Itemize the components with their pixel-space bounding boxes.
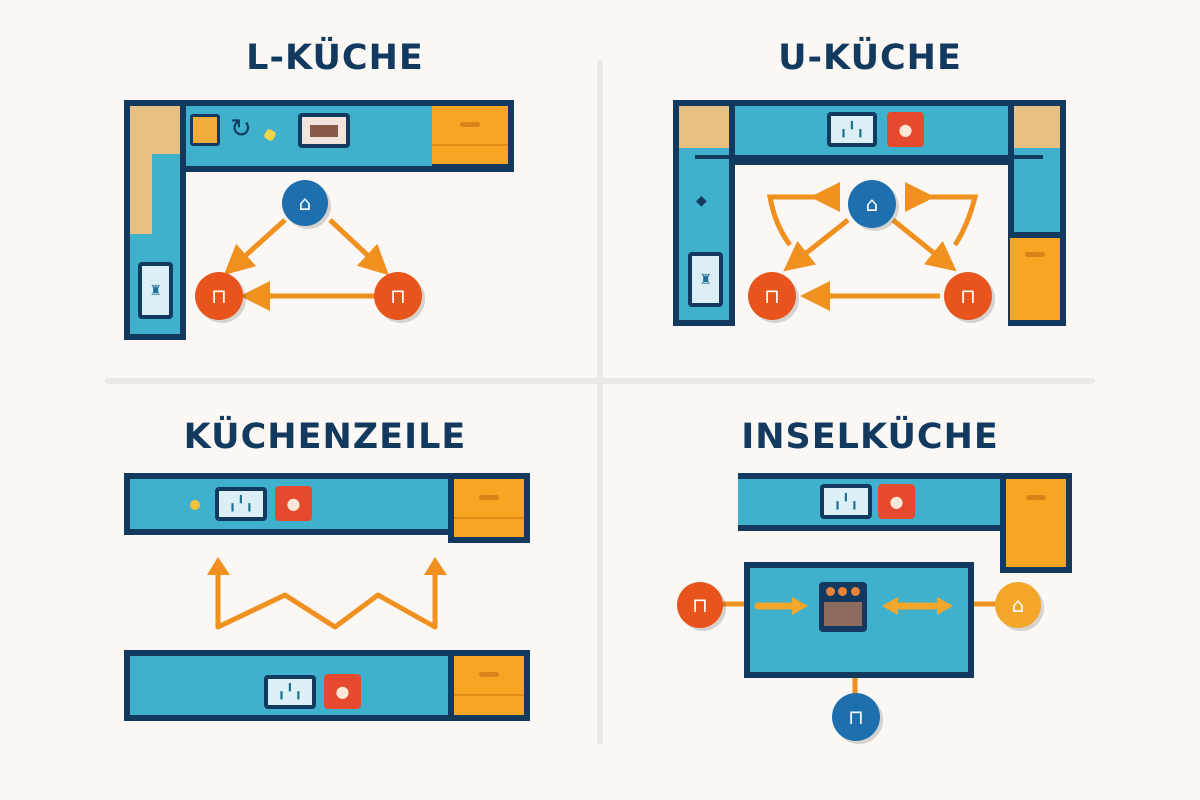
appliance-icon: [190, 114, 220, 146]
pot-node-left: ⊓: [748, 272, 796, 320]
pot-icon: ⊓: [692, 593, 708, 617]
left-wood-panel: [679, 106, 729, 148]
wall-counter: [738, 473, 1008, 531]
sink-icon: ╻╹╻: [215, 487, 267, 521]
title-u-kueche: U-KÜCHE: [778, 38, 962, 78]
kettle-icon: ↻: [230, 114, 252, 144]
stove-glyph: ●: [286, 494, 301, 513]
oven-icon: [298, 113, 350, 148]
prep-node-right: ⌂: [995, 582, 1041, 628]
cooking-node: ⌂: [282, 180, 328, 226]
pot-icon: ⊓: [764, 284, 780, 308]
fridge-glyph: ♜: [699, 271, 712, 288]
lower-counter: [124, 650, 454, 721]
sink-glyph: ╻╹╻: [277, 684, 303, 700]
stove-icon: ●: [324, 674, 361, 709]
pot-icon: ⊓: [390, 284, 406, 308]
pot-icon: ⊓: [211, 284, 227, 308]
sink-glyph: ╻╹╻: [833, 493, 859, 510]
pot-node-right: ⊓: [374, 272, 422, 320]
cloche-icon: ⌂: [865, 192, 879, 216]
stove-icon: ●: [878, 484, 915, 519]
sink-icon: ╻╹╻: [820, 484, 872, 519]
cloche-icon: ⌂: [1011, 593, 1025, 617]
stove-icon: ●: [275, 486, 312, 521]
title-inselkueche: INSELKÜCHE: [741, 417, 999, 457]
pot-icon: ⊓: [848, 705, 864, 729]
sink-icon: ╻╹╻: [264, 675, 316, 709]
cooking-node: ⌂: [848, 180, 896, 228]
stove-glyph: ●: [889, 492, 904, 511]
sink-glyph: ╻╹╻: [839, 121, 865, 138]
vertical-divider: [597, 60, 603, 745]
corner-wood-panel: [130, 106, 180, 154]
tall-cabinet: [1000, 473, 1072, 573]
title-l-kueche: L-KÜCHE: [246, 38, 424, 78]
side-wood-panel: [130, 154, 152, 234]
stove-glyph: ●: [335, 682, 350, 701]
cloche-icon: ⌂: [298, 191, 312, 215]
cabinet: [432, 100, 514, 170]
fridge-glyph: ♜: [149, 282, 162, 299]
faucet-icon: ◆: [696, 193, 707, 209]
sink-node-bottom: ⊓: [832, 693, 880, 741]
sink-icon: ╻╹╻: [827, 112, 877, 147]
pot-node-left: ⊓: [677, 582, 723, 628]
stove-icon: ●: [887, 112, 924, 147]
sink-glyph: ╻╹╻: [228, 496, 254, 512]
pot-icon: ⊓: [960, 284, 976, 308]
stove-glyph: ●: [898, 120, 913, 139]
lower-cabinet: [448, 650, 530, 721]
tall-cabinet: [1010, 232, 1066, 326]
cooktop-icon: [819, 582, 867, 632]
title-kuechenzeile: KÜCHENZEILE: [183, 417, 467, 457]
fridge-icon: ♜: [138, 262, 173, 319]
sponge-icon: [190, 500, 200, 510]
l-counter-edge: [186, 166, 436, 172]
fridge-icon: ♜: [688, 252, 723, 307]
u-counter-edge: [695, 155, 1043, 159]
upper-cabinet: [448, 473, 530, 543]
right-wood-panel: [1014, 106, 1060, 148]
pot-node-right: ⊓: [944, 272, 992, 320]
pot-node-left: ⊓: [195, 272, 243, 320]
horizontal-divider: [105, 378, 1095, 384]
